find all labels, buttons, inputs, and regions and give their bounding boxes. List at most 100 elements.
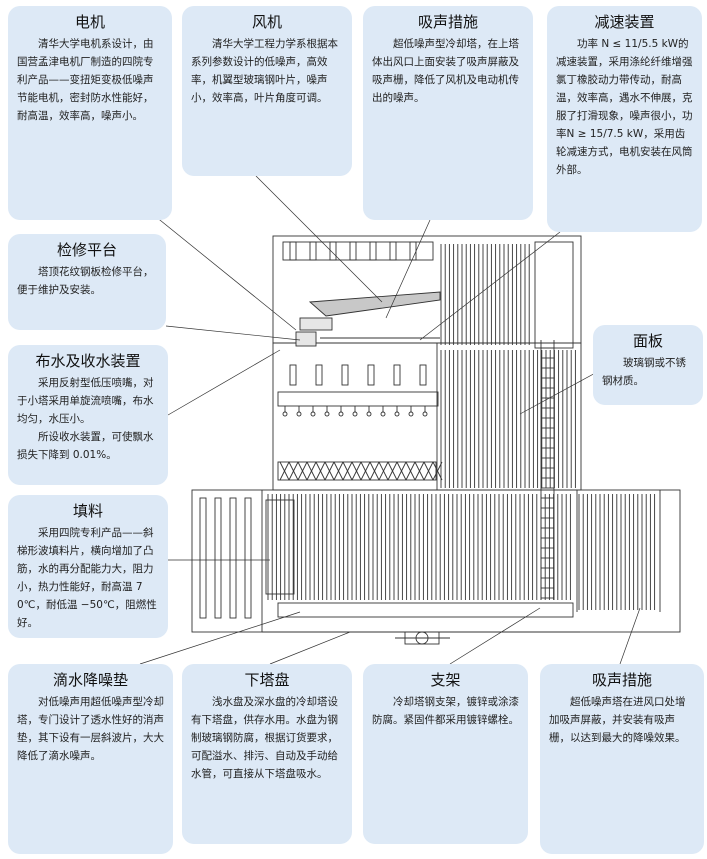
label-box-basin: 下塔盘 浅水盘及深水盘的冷却塔设有下塔盘，供存水用。水盘为钢制玻璃钢防腐，根据订… <box>182 664 352 844</box>
spray-nozzle <box>310 411 316 417</box>
spray-nozzle <box>296 411 302 417</box>
label-box-reducer: 减速装置 功率 N ≤ 11/5.5 kW的减速装置，采用涤纶纤维增强氯丁橡胶动… <box>547 6 702 232</box>
leader-basin <box>269 631 351 665</box>
hatch-line <box>414 461 425 481</box>
label-box-panel: 面板 玻璃钢或不锈钢材质。 <box>593 325 703 405</box>
fan-text: 清华大学工程力学系根据本系列参数设计的低噪声，高效率，机翼型玻璃钢叶片，噪声小，… <box>191 38 338 104</box>
hatch-line <box>432 461 443 481</box>
noise-bottom-text: 超低噪声塔在进风口处增加吸声屏蔽，并安装有吸声栅，以达到最大的降噪效果。 <box>549 696 686 744</box>
leader-fan <box>255 175 383 303</box>
hatch-line <box>405 461 416 481</box>
hatch-line <box>378 461 389 481</box>
drip-noise-pad <box>277 602 574 618</box>
hatch-line <box>351 461 362 481</box>
spray-nozzle <box>282 411 288 417</box>
vent-slot <box>289 241 297 261</box>
water-text: 采用反射型低压喷嘴，对于小塔采用单旋流喷嘴，布水均匀，水压小。 <box>17 377 154 425</box>
fill-media-left <box>265 499 295 595</box>
fan-title: 风机 <box>251 13 282 31</box>
label-box-noise-top: 吸声措施 超低噪声型冷却塔，在上塔体出风口上面安装了吸声屏蔽及吸声栅，降低了风机… <box>363 6 533 220</box>
leader-water <box>167 349 281 416</box>
vent-slot <box>341 364 349 386</box>
panel-title: 面板 <box>632 332 663 350</box>
vent-slot <box>309 241 317 261</box>
leader-noise-bottom <box>619 607 641 665</box>
basin-text: 浅水盘及深水盘的冷却塔设有下塔盘，供存水用。水盘为钢制玻璃钢防腐，根据订货要求，… <box>191 696 338 780</box>
hatch-line <box>387 461 398 481</box>
hatch-line <box>315 461 326 481</box>
fill-title: 填料 <box>72 502 103 520</box>
hatch-line <box>288 461 299 481</box>
cooling-tower-drawing <box>191 235 681 645</box>
hatch-line <box>324 461 335 481</box>
leader-pad <box>139 611 301 665</box>
reducer-text: 功率 N ≤ 11/5.5 kW的减速装置，采用涤纶纤维增强氯丁橡胶动力带传动，… <box>556 38 693 176</box>
motor-title: 电机 <box>74 13 105 31</box>
hatch-line <box>396 461 407 481</box>
inlet-slot <box>229 497 237 619</box>
pad-title: 滴水降噪垫 <box>52 671 128 689</box>
spray-nozzle <box>338 411 344 417</box>
inlet-slot <box>214 497 222 619</box>
vent-slot <box>289 364 297 386</box>
hatch-line <box>297 461 308 481</box>
top-vent-grille <box>282 241 434 261</box>
spray-nozzle <box>366 411 372 417</box>
label-box-noise-bottom: 吸声措施 超低噪声塔在进风口处增加吸声屏蔽，并安装有吸声栅，以达到最大的降噪效果… <box>540 664 704 854</box>
side-louver-hatch <box>578 494 656 610</box>
label-box-water: 布水及收水装置 采用反射型低压喷嘴，对于小塔采用单旋流喷嘴，布水均匀，水压小。 … <box>8 345 168 485</box>
label-box-platform: 检修平台 塔顶花纹钢板检修平台，便于维护及安装。 <box>8 234 166 330</box>
noise-top-title: 吸声措施 <box>417 13 478 31</box>
motor-body <box>295 331 317 347</box>
vent-slot <box>419 364 427 386</box>
hatch-line <box>423 461 434 481</box>
leader-reducer <box>419 231 561 341</box>
hatch-line <box>360 461 371 481</box>
callout-leader-lines <box>139 175 641 665</box>
vent-slot <box>367 364 375 386</box>
motor-text: 清华大学电机系设计，由国营孟津电机厂制造的四院专利产品——变扭矩变极低噪声节能电… <box>17 38 154 122</box>
spray-nozzle <box>352 411 358 417</box>
noise-top-text: 超低噪声型冷却塔，在上塔体出风口上面安装了吸声屏蔽及吸声栅，降低了风机及电动机传… <box>372 38 519 104</box>
support-text: 冷却塔钢支架，镀锌或涂漆防腐。紧固件都采用镀锌螺栓。 <box>372 696 519 726</box>
spray-nozzle <box>380 411 386 417</box>
support-title: 支架 <box>430 671 461 689</box>
fan-blade <box>308 291 441 317</box>
hatch-line <box>306 461 317 481</box>
middle-louver-hatch <box>440 350 576 488</box>
leader-platform <box>165 325 301 341</box>
label-box-fan: 风机 清华大学工程力学系根据本系列参数设计的低噪声，高效率，机翼型玻璃钢叶片，噪… <box>182 6 352 176</box>
lower-louver-hatch <box>267 494 571 600</box>
label-box-fill: 填料 采用四院专利产品——斜梯形波填料片，横向增加了凸筋，水的再分配能力大，阻力… <box>8 495 168 638</box>
label-box-pad: 滴水降噪垫 对低噪声用超低噪声型冷却塔，专门设计了透水性好的消声垫，其下设有一层… <box>8 664 173 854</box>
spray-nozzle <box>422 411 428 417</box>
inlet-slot <box>244 497 252 619</box>
spray-nozzle <box>394 411 400 417</box>
spray-nozzle <box>324 411 330 417</box>
label-box-support: 支架 冷却塔钢支架，镀锌或涂漆防腐。紧固件都采用镀锌螺栓。 <box>363 664 528 844</box>
platform-title: 检修平台 <box>56 241 117 259</box>
reducer-title: 减速装置 <box>594 13 655 31</box>
label-box-motor: 电机 清华大学电机系设计，由国营孟津电机厂制造的四院专利产品——变扭矩变极低噪声… <box>8 6 172 220</box>
hatch-line <box>333 461 344 481</box>
water-text-2: 所设收水装置，可使飘水损失下降到 0.01%。 <box>17 431 154 461</box>
vent-slot <box>329 241 337 261</box>
reducer-casing <box>534 241 574 349</box>
hatch-line <box>369 461 380 481</box>
vent-slot <box>393 364 401 386</box>
drift-eliminator-bar <box>277 461 437 481</box>
upper-louver-hatch <box>440 244 530 345</box>
leader-motor <box>149 211 297 331</box>
vent-slot <box>389 241 397 261</box>
leader-noise-top <box>385 219 431 319</box>
vent-slot <box>349 241 357 261</box>
platform-text: 塔顶花纹钢板检修平台，便于维护及安装。 <box>17 266 154 296</box>
spray-nozzle <box>408 411 414 417</box>
pad-text: 对低噪声用超低噪声型冷却塔，专门设计了透水性好的消声垫，其下设有一层斜波片，大大… <box>17 696 164 762</box>
hatch-line <box>279 461 290 481</box>
inlet-slot <box>199 497 207 619</box>
hatch-line <box>342 461 353 481</box>
panel-text: 玻璃钢或不锈钢材质。 <box>602 357 686 387</box>
basin-title: 下塔盘 <box>244 671 290 689</box>
